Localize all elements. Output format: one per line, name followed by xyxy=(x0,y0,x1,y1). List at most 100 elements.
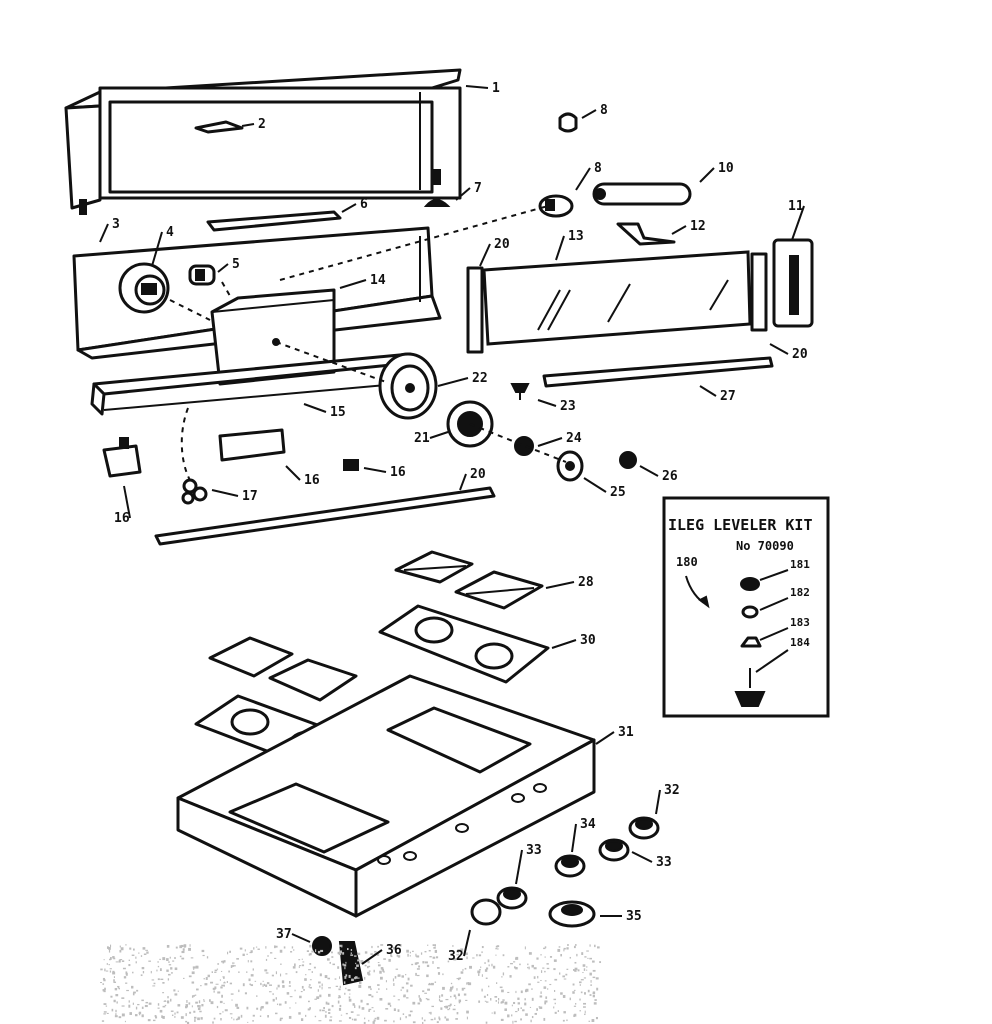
part-number-label: 22 xyxy=(472,371,488,386)
part-number-label: 11 xyxy=(788,199,804,214)
leader-line xyxy=(791,205,805,241)
leader-line xyxy=(217,263,229,273)
leader-line xyxy=(459,473,467,491)
burner-knob-left xyxy=(470,898,502,926)
callout-cover-plate: 14 xyxy=(339,273,386,289)
leader-line xyxy=(341,203,357,213)
leader-line xyxy=(303,403,327,413)
leader-line xyxy=(555,235,565,261)
part-number-label: 32 xyxy=(664,783,680,798)
leader-line xyxy=(583,477,607,493)
backguard-panel xyxy=(64,68,462,215)
side-trim-left xyxy=(466,266,484,354)
callout-clock-bezel: 22 xyxy=(437,371,488,387)
manifold-panel xyxy=(90,352,422,416)
leader-line xyxy=(699,385,717,397)
callout-bulb-holder: 8 xyxy=(575,161,602,191)
switch xyxy=(188,264,216,286)
leader-line xyxy=(429,431,449,439)
leader-line xyxy=(363,467,387,473)
part-number-label: 35 xyxy=(626,909,642,924)
burner-knob-front xyxy=(554,854,586,878)
leg xyxy=(338,941,364,986)
part-number-label: 32 xyxy=(448,949,464,964)
callout-trim-bar: 20 xyxy=(459,467,486,491)
part-number-label: 33 xyxy=(526,843,542,858)
part-number-label: 6 xyxy=(360,197,368,212)
part-number-label: 31 xyxy=(618,725,634,740)
part-number-label: 33 xyxy=(656,855,672,870)
leader-line xyxy=(361,949,383,965)
callout-burner-knob: 33 xyxy=(515,843,542,885)
part-number-label: 12 xyxy=(690,219,706,234)
part-number-label: 37 xyxy=(276,927,292,942)
callout-burner-knob-front: 34 xyxy=(571,817,596,853)
callout-burner-knob-right: 32 xyxy=(655,783,680,815)
callout-knob: 25 xyxy=(583,477,626,500)
part-number-label: 20 xyxy=(792,347,808,362)
part-number-label: 24 xyxy=(566,431,582,446)
wire-connector xyxy=(181,478,208,505)
callout-leg: 36 xyxy=(361,943,402,965)
callout-glass-panel: 13 xyxy=(555,229,584,261)
part-number-label: 13 xyxy=(568,229,584,244)
part-number-label: 30 xyxy=(580,633,596,648)
part-number-label: 1 xyxy=(492,81,500,96)
part-number-label: 27 xyxy=(720,389,736,404)
trim-bar xyxy=(154,486,496,546)
leader-line xyxy=(339,279,367,289)
part-number-label: 10 xyxy=(718,161,734,176)
callout-side-trim-left: 20 xyxy=(479,237,510,267)
burner-pan-right xyxy=(378,604,550,684)
terminal-block xyxy=(102,437,142,478)
kit-item-181: 181 xyxy=(790,558,810,571)
leader-line xyxy=(581,109,597,119)
part-number-label: 8 xyxy=(600,103,608,118)
clock xyxy=(118,262,170,314)
junction-box xyxy=(218,428,286,462)
part-number-label: 16 xyxy=(390,465,406,480)
scan-noise xyxy=(100,944,602,1024)
grate-right xyxy=(394,550,544,610)
part-number-label: 17 xyxy=(242,489,258,504)
leader-line xyxy=(575,167,591,191)
trim-strip xyxy=(206,210,342,232)
clip xyxy=(423,199,451,207)
callout-grate-right: 28 xyxy=(545,575,594,590)
callout-end-cap: 11 xyxy=(788,199,805,241)
callout-side-trim-right: 20 xyxy=(769,343,808,362)
grate-left xyxy=(208,636,358,702)
lamp-socket xyxy=(558,112,578,133)
kit-item-182: 182 xyxy=(790,586,810,599)
part-number-label: 21 xyxy=(414,431,430,446)
leader-line xyxy=(455,187,471,201)
leader-line xyxy=(463,929,471,957)
part-number-label: 2 xyxy=(258,117,266,132)
callout-switch: 5 xyxy=(217,257,240,273)
callout-clock-dial: 21 xyxy=(414,431,449,446)
callout-burner-knob-center: 33 xyxy=(631,851,672,870)
part-number-label: 14 xyxy=(370,273,386,288)
part-number-label: 26 xyxy=(662,469,678,484)
callout-manifold-panel: 15 xyxy=(303,403,346,420)
part-number-label: 3 xyxy=(112,217,120,232)
end-cap xyxy=(772,238,814,328)
kit-number: No 70090 xyxy=(736,539,794,553)
callout-panel-clip: 2 xyxy=(241,117,266,132)
callout-clock: 4 xyxy=(151,225,174,267)
part-number-label: 16 xyxy=(114,511,130,526)
callout-knob-cap: 26 xyxy=(639,465,678,484)
callout-knob-stem: 23 xyxy=(537,399,576,414)
callout-cap: 37 xyxy=(276,927,311,943)
leader-line xyxy=(639,465,659,477)
panel-clip xyxy=(194,120,244,134)
leader-line xyxy=(655,789,661,815)
side-trim-right xyxy=(750,252,768,332)
kit-item-183: 183 xyxy=(790,616,810,629)
callout-knob-insert: 24 xyxy=(537,431,582,447)
leader-line xyxy=(631,851,653,863)
connector xyxy=(343,459,359,471)
